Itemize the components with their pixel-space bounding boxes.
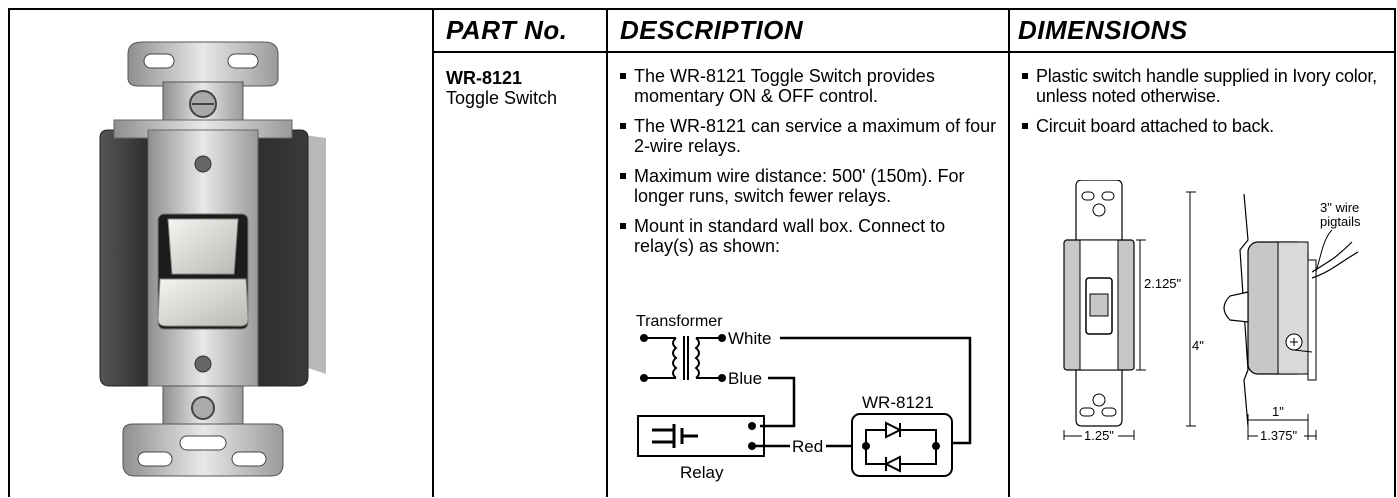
front-view: [1063, 179, 1135, 427]
dimension-drawing: 2.125" 1.25": [1022, 179, 1392, 443]
dimensions-list: Plastic switch handle supplied in Ivory …: [1020, 66, 1390, 136]
side-view: [1186, 191, 1359, 427]
product-photo: [68, 34, 368, 484]
dim-depth: 1": [1272, 404, 1284, 419]
transformer-label: Transformer: [636, 313, 723, 330]
dimension-item: Circuit board attached to back.: [1020, 116, 1390, 136]
toggle-switch-photo: [99, 41, 326, 477]
header-dimensions: DIMENSIONS: [1018, 15, 1188, 45]
dim-width-front: 1.25": [1084, 428, 1114, 440]
table-border-top: [8, 8, 1396, 10]
relay-box: [637, 415, 765, 457]
description-cell: The WR-8121 Toggle Switch provides momen…: [618, 66, 1002, 266]
part-name: Toggle Switch: [446, 88, 558, 108]
header-description: DESCRIPTION: [620, 15, 804, 45]
wiring-diagram: Transformer White Blue: [630, 308, 980, 488]
switch-label: WR-8121: [862, 393, 934, 412]
dimension-item: Plastic switch handle supplied in Ivory …: [1020, 66, 1390, 106]
switch-box: [851, 413, 953, 477]
dim-height-total: 4": [1192, 338, 1204, 353]
dim-depth-total: 1.375": [1260, 428, 1298, 440]
red-wire-label: Red: [792, 437, 823, 456]
description-item: Mount in standard wall box. Connect to r…: [618, 216, 1002, 256]
part-cell: WR-8121 Toggle Switch: [446, 68, 596, 108]
dimensions-cell: Plastic switch handle supplied in Ivory …: [1020, 66, 1390, 146]
table-divider-partno: [606, 8, 608, 497]
table-border-right: [1394, 8, 1396, 497]
dim-height-inner: 2.125": [1144, 276, 1182, 291]
spec-table: PART No. DESCRIPTION DIMENSIONS: [8, 8, 1396, 497]
description-item: The WR-8121 can service a maximum of fou…: [618, 116, 1002, 156]
wire-label-1: 3" wire: [1320, 200, 1359, 215]
diode-pair: [865, 421, 937, 473]
table-divider-photo: [432, 8, 434, 497]
part-number: WR-8121: [446, 68, 523, 88]
blue-wire-label: Blue: [728, 369, 762, 388]
white-wire-label: White: [728, 329, 771, 348]
header-row: [432, 8, 1396, 53]
description-item: Maximum wire distance: 500' (150m). For …: [618, 166, 1002, 206]
relay-label: Relay: [680, 463, 724, 482]
description-list: The WR-8121 Toggle Switch provides momen…: [618, 66, 1002, 256]
table-divider-description: [1008, 8, 1010, 497]
header-part-no: PART No.: [446, 15, 568, 45]
transformer-symbol: [644, 336, 722, 380]
description-item: The WR-8121 Toggle Switch provides momen…: [618, 66, 1002, 106]
wire-label-2: pigtails: [1320, 214, 1361, 229]
table-border-left: [8, 8, 10, 497]
